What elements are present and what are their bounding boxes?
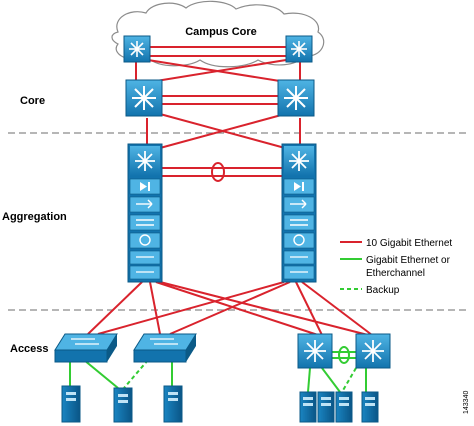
aggregation-switch-left (127, 143, 163, 283)
core-switch-right (277, 79, 315, 117)
server-4 (299, 391, 317, 423)
legend: 10 Gigabit Ethernet Gigabit Ethernet or … (340, 238, 452, 296)
gigabit-links (69, 351, 367, 393)
access-switch-4 (355, 333, 391, 369)
access-switch-1 (54, 333, 118, 363)
server-2 (113, 387, 133, 423)
legend-label-10ge: 10 Gigabit Ethernet (366, 238, 452, 249)
aggregation-switch-right (281, 143, 317, 283)
access-switch-2 (133, 333, 197, 363)
access-switch-3 (297, 333, 333, 369)
backup-links (123, 359, 357, 393)
ten-gig-links (87, 46, 373, 336)
server-5 (317, 391, 335, 423)
legend-label-gige: Gigabit Ethernet or (366, 255, 451, 266)
server-1 (61, 385, 81, 423)
etherchannel-marker (211, 162, 225, 182)
core-switch-left (125, 79, 163, 117)
campus-core-switch-right (285, 35, 313, 63)
layer-label-aggregation: Aggregation (2, 211, 67, 223)
legend-label-etherchannel: Etherchannel (366, 268, 425, 279)
layer-label-core: Core (20, 95, 45, 107)
campus-core-switch-left (123, 35, 151, 63)
legend-label-backup: Backup (366, 285, 400, 296)
cloud-label: Campus Core (185, 26, 257, 38)
layer-label-access: Access (10, 343, 49, 355)
server-7 (361, 391, 379, 423)
figure-id: 143340 (463, 391, 470, 414)
server-3 (163, 385, 183, 423)
server-6 (335, 391, 353, 423)
access-etherchannel-marker (338, 346, 350, 364)
